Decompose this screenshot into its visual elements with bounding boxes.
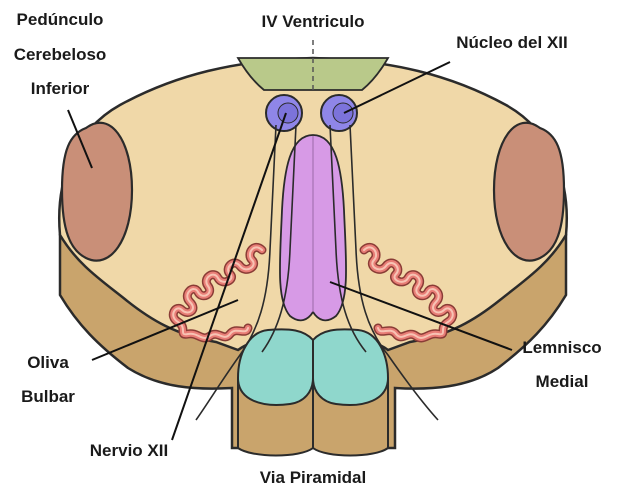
label-olive-2: Bulbar [21, 387, 75, 406]
label-peduncle-1: Pedúnculo [17, 10, 104, 29]
pyramid-right [313, 329, 388, 405]
label-pyramid: Via Piramidal [260, 468, 366, 487]
label-lemniscus-1: Lemnisco [522, 338, 601, 357]
label-nucleus: Núcleo del XII [456, 33, 567, 52]
peduncle-right [494, 123, 564, 261]
label-peduncle-2: Cerebeloso [14, 45, 107, 64]
peduncle-left [62, 123, 132, 261]
label-lemniscus-2: Medial [536, 372, 589, 391]
label-nerve: Nervio XII [90, 441, 168, 460]
label-olive-1: Oliva [27, 353, 69, 372]
label-peduncle-3: Inferior [31, 79, 90, 98]
label-ventricle: IV Ventriculo [262, 12, 365, 31]
